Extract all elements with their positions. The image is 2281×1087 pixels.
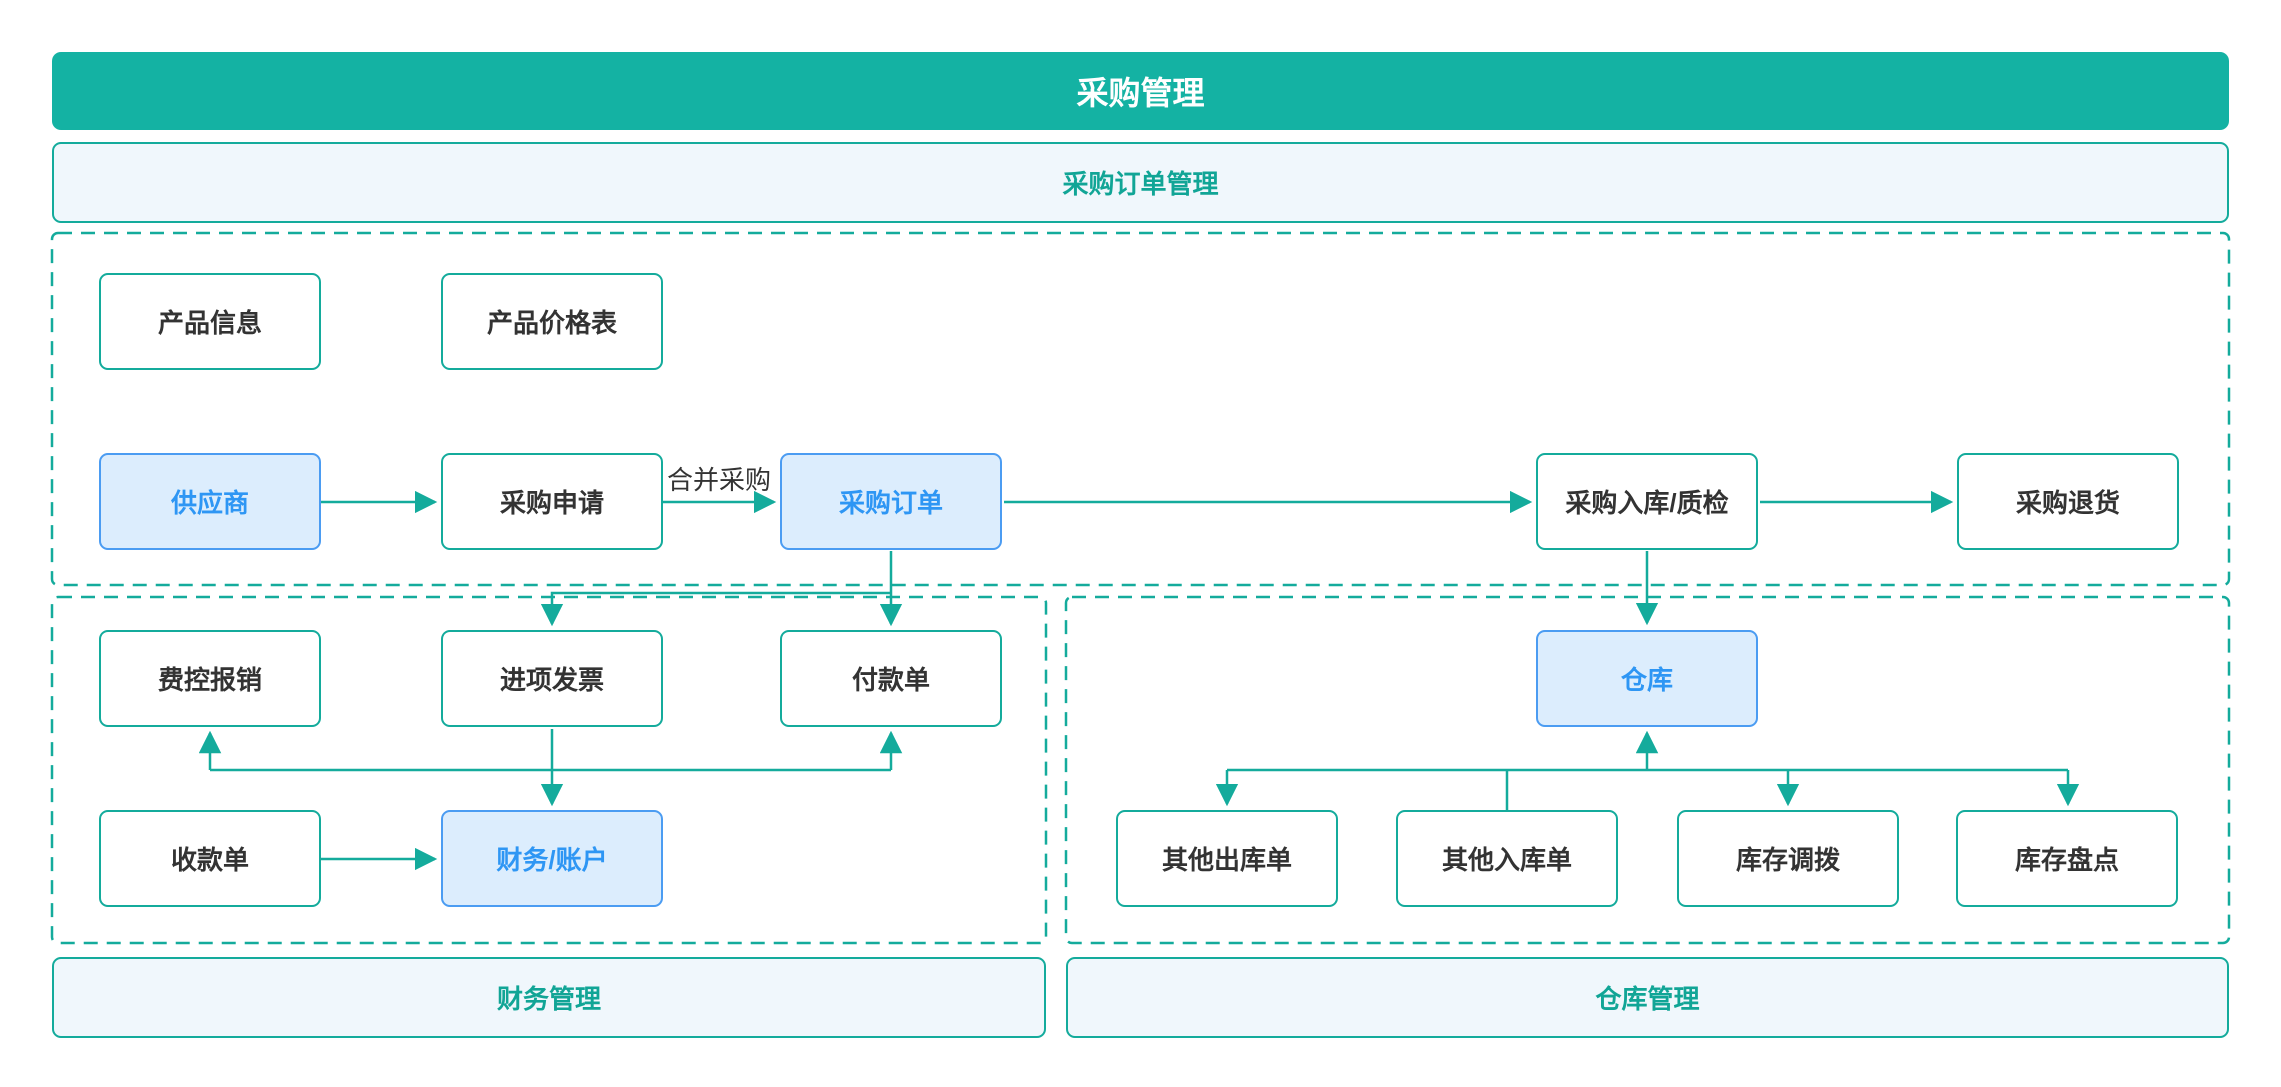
node-warehouse-label: 仓库 bbox=[1620, 665, 1673, 695]
node-expense-label: 费控报销 bbox=[157, 665, 262, 695]
merge-purchase-edge-label: 合并采购 bbox=[666, 465, 771, 495]
purchase-section-container bbox=[50, 231, 2231, 587]
node-finance-account-label: 财务/账户 bbox=[496, 845, 608, 875]
finance-section-label: 财务管理 bbox=[496, 984, 601, 1014]
node-supplier[interactable]: 供应商 bbox=[99, 453, 321, 550]
purchase-order-management-bar[interactable]: 采购订单管理 bbox=[52, 142, 2229, 223]
node-stock-check-label: 库存盘点 bbox=[2014, 845, 2119, 875]
node-product-price[interactable]: 产品价格表 bbox=[441, 273, 663, 370]
purchase-order-management-label: 采购订单管理 bbox=[1062, 169, 1219, 199]
node-other-inbound-label: 其他入库单 bbox=[1441, 845, 1572, 875]
connector-order-to-invoice bbox=[540, 591, 891, 627]
node-purchase-order-label: 采购订单 bbox=[838, 488, 943, 518]
node-input-invoice-label: 进项发票 bbox=[499, 665, 604, 695]
node-other-outbound-label: 其他出库单 bbox=[1161, 845, 1292, 875]
node-payment[interactable]: 付款单 bbox=[780, 630, 1002, 727]
node-warehouse[interactable]: 仓库 bbox=[1536, 630, 1758, 727]
node-stock-transfer-label: 库存调拨 bbox=[1735, 845, 1840, 875]
diagram-title-bar[interactable]: 采购管理 bbox=[52, 52, 2229, 130]
node-other-inbound[interactable]: 其他入库单 bbox=[1396, 810, 1618, 907]
node-other-outbound[interactable]: 其他出库单 bbox=[1116, 810, 1338, 907]
node-purchase-inbound[interactable]: 采购入库/质检 bbox=[1536, 453, 1758, 550]
node-finance-account[interactable]: 财务/账户 bbox=[441, 810, 663, 907]
warehouse-section-label: 仓库管理 bbox=[1595, 984, 1700, 1014]
node-purchase-return[interactable]: 采购退货 bbox=[1957, 453, 2179, 550]
finance-section-bar[interactable]: 财务管理 bbox=[52, 957, 1046, 1038]
node-purchase-order[interactable]: 采购订单 bbox=[780, 453, 1002, 550]
node-stock-check[interactable]: 库存盘点 bbox=[1956, 810, 2178, 907]
node-receipt-label: 收款单 bbox=[170, 845, 249, 875]
node-product-info-label: 产品信息 bbox=[157, 308, 262, 338]
warehouse-section-bar[interactable]: 仓库管理 bbox=[1066, 957, 2229, 1038]
node-purchase-return-label: 采购退货 bbox=[2015, 488, 2120, 518]
diagram-title: 采购管理 bbox=[1076, 75, 1205, 111]
node-stock-transfer[interactable]: 库存调拨 bbox=[1677, 810, 1899, 907]
node-product-price-label: 产品价格表 bbox=[486, 308, 617, 338]
node-purchase-request-label: 采购申请 bbox=[499, 488, 604, 518]
node-receipt[interactable]: 收款单 bbox=[99, 810, 321, 907]
node-supplier-label: 供应商 bbox=[170, 488, 249, 518]
node-purchase-inbound-label: 采购入库/质检 bbox=[1565, 488, 1729, 518]
node-payment-label: 付款单 bbox=[851, 665, 930, 695]
node-input-invoice[interactable]: 进项发票 bbox=[441, 630, 663, 727]
node-product-info[interactable]: 产品信息 bbox=[99, 273, 321, 370]
node-purchase-request[interactable]: 采购申请 bbox=[441, 453, 663, 550]
node-expense[interactable]: 费控报销 bbox=[99, 630, 321, 727]
